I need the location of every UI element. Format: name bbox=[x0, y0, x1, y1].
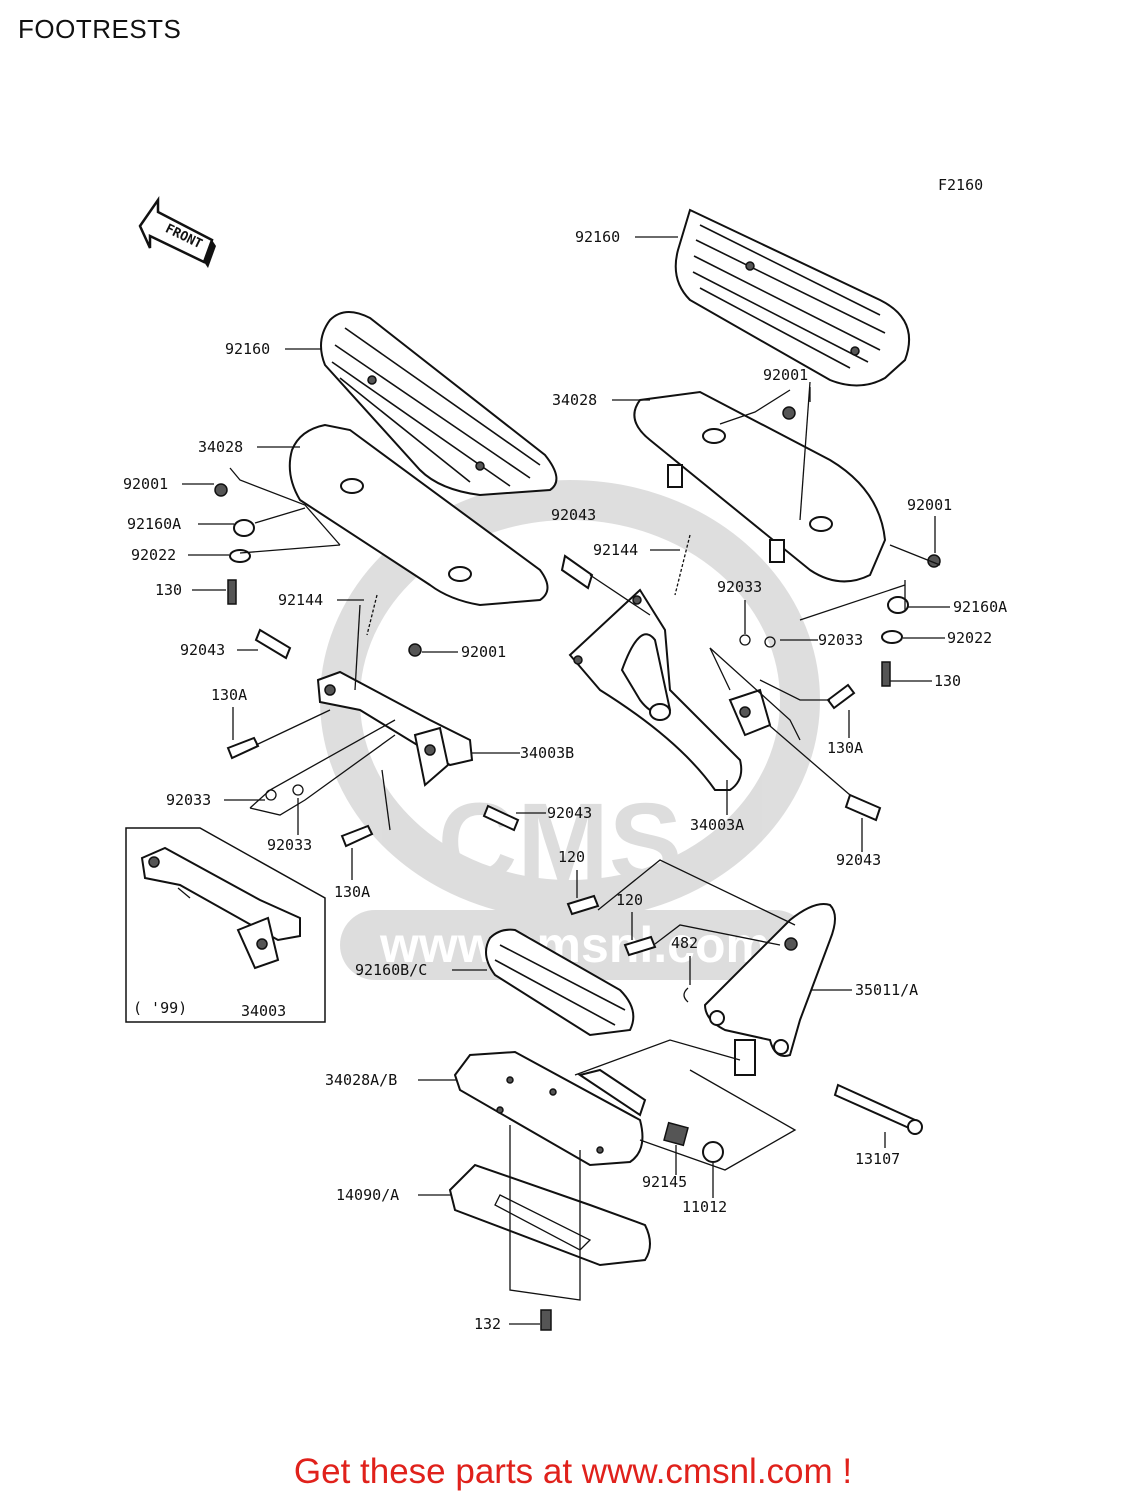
label-92033-left: 92033 bbox=[166, 791, 211, 809]
label-92160-right: 92160 bbox=[575, 228, 620, 246]
label-92001-right: 92001 bbox=[907, 496, 952, 514]
label-13107: 13107 bbox=[855, 1150, 900, 1168]
label-92160A-right: 92160A bbox=[953, 598, 1007, 616]
label-92001-lower: 92001 bbox=[461, 643, 506, 661]
pivot-pin-13107-head bbox=[907, 1119, 923, 1135]
label-92033-lower: 92033 bbox=[267, 836, 312, 854]
bolt-120-a bbox=[566, 894, 600, 916]
pivot-pin-13107 bbox=[833, 1083, 920, 1134]
floorboard-mat-right bbox=[674, 208, 910, 387]
bolt-120-b bbox=[623, 935, 657, 957]
clip-482 bbox=[683, 987, 689, 1003]
footrest-bracket-right bbox=[568, 588, 772, 791]
clip-92033-lower bbox=[292, 784, 304, 796]
clip-92033-upper-right bbox=[764, 636, 776, 648]
assembly-lines bbox=[229, 381, 941, 1301]
spring-92144-left bbox=[366, 594, 378, 636]
footer-promo-link[interactable]: Get these parts at www.cmsnl.com ! bbox=[293, 1452, 853, 1491]
bolt-132 bbox=[540, 1309, 552, 1331]
label-92043-lower: 92043 bbox=[547, 804, 592, 822]
label-120-a: 120 bbox=[558, 848, 585, 866]
label-11012: 11012 bbox=[682, 1198, 727, 1216]
spring-92144-center bbox=[674, 534, 691, 596]
label-92144-center: 92144 bbox=[593, 541, 638, 559]
label-120-b: 120 bbox=[616, 891, 643, 909]
label-34003B: 34003B bbox=[520, 744, 574, 762]
pin-92043-center bbox=[560, 554, 594, 590]
bolt-130A-left bbox=[226, 736, 260, 760]
label-92033-upper: 92033 bbox=[717, 578, 762, 596]
label-130A-lower: 130A bbox=[334, 883, 370, 901]
figure-code: F2160 bbox=[938, 176, 983, 194]
footboard-34028AB bbox=[453, 1050, 647, 1167]
label-92160-left: 92160 bbox=[225, 340, 270, 358]
label-92043-center: 92043 bbox=[551, 506, 596, 524]
pin-92043-left bbox=[254, 628, 292, 660]
nut-92001-lower bbox=[408, 643, 422, 657]
label-130-left: 130 bbox=[155, 581, 182, 599]
bolt-130-right bbox=[881, 661, 891, 687]
clip-92033-upper bbox=[739, 634, 751, 646]
label-34028-left: 34028 bbox=[198, 438, 243, 456]
footrest-bracket-35011A bbox=[703, 903, 836, 1076]
floorboard-mat-left bbox=[320, 311, 558, 497]
label-132: 132 bbox=[474, 1315, 501, 1333]
washer-92022-right bbox=[881, 630, 903, 644]
label-92022-left: 92022 bbox=[131, 546, 176, 564]
inset-box-1999 bbox=[125, 827, 326, 1023]
label-92145: 92145 bbox=[642, 1173, 687, 1191]
label-34028-right: 34028 bbox=[552, 391, 597, 409]
label-92001-top-right: 92001 bbox=[763, 366, 808, 384]
label-34028AB: 34028A/B bbox=[325, 1071, 397, 1089]
label-34003A: 34003A bbox=[690, 816, 744, 834]
footboard-mat-92160BC bbox=[485, 928, 635, 1037]
bushing-92160A-left bbox=[233, 519, 255, 537]
bolt-130-left bbox=[227, 579, 237, 605]
floorboard-right bbox=[633, 390, 887, 583]
bolt-130A-lower bbox=[340, 824, 374, 848]
label-130A-left: 130A bbox=[211, 686, 247, 704]
inset-year-label: ( '99) bbox=[133, 999, 187, 1017]
pin-92043-lower bbox=[482, 804, 520, 832]
label-92033-upper-right: 92033 bbox=[818, 631, 863, 649]
page-title: FOOTRESTS bbox=[18, 14, 182, 44]
label-14090A: 14090/A bbox=[336, 1186, 399, 1204]
pin-92043-right bbox=[844, 793, 882, 822]
label-92001-left: 92001 bbox=[123, 475, 168, 493]
bolt-130A-right bbox=[826, 683, 856, 710]
label-92043-right: 92043 bbox=[836, 851, 881, 869]
nut-92001-top-right bbox=[782, 406, 796, 420]
watermark-text: CMS bbox=[438, 781, 682, 904]
label-130A-right: 130A bbox=[827, 739, 863, 757]
spring-92145 bbox=[663, 1121, 689, 1147]
label-34003: 34003 bbox=[241, 1002, 286, 1020]
label-92022-right: 92022 bbox=[947, 629, 992, 647]
label-35011A: 35011/A bbox=[855, 981, 918, 999]
nut-92001-left bbox=[214, 483, 228, 497]
label-92144-left: 92144 bbox=[278, 591, 323, 609]
label-92043-left: 92043 bbox=[180, 641, 225, 659]
bushing-92160A-right bbox=[887, 596, 909, 614]
collar-11012 bbox=[702, 1141, 724, 1163]
footrest-bracket-34003B bbox=[316, 670, 474, 787]
label-92160BC: 92160B/C bbox=[355, 961, 427, 979]
front-arrow-icon: FRONT bbox=[138, 195, 216, 268]
leader-lines bbox=[182, 236, 950, 1325]
cover-14090A bbox=[448, 1163, 651, 1267]
label-482: 482 bbox=[671, 934, 698, 952]
label-92160A-left: 92160A bbox=[127, 515, 181, 533]
floorboard-left bbox=[288, 423, 549, 607]
label-130-right: 130 bbox=[934, 672, 961, 690]
